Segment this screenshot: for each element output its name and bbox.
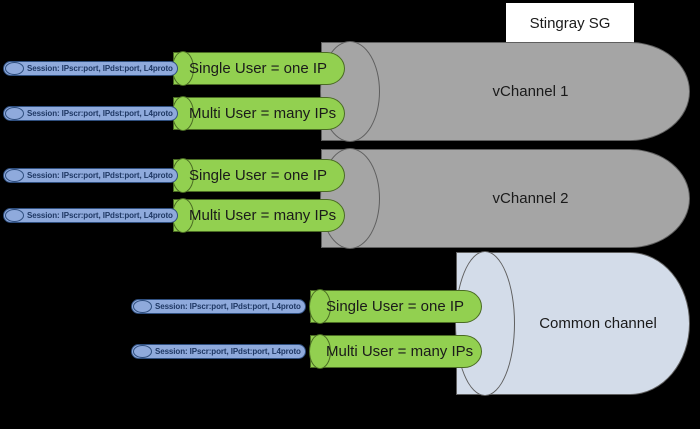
session-label: Session: IPscr:port, IPdst:port, L4proto <box>27 109 173 118</box>
user-cylinder-cap <box>309 334 331 369</box>
session-label: Session: IPscr:port, IPdst:port, L4proto <box>27 64 173 73</box>
user-cylinder-body <box>173 97 345 130</box>
user-cylinder-body <box>173 52 345 85</box>
user-cylinder-cap <box>309 289 331 324</box>
session-capsule-2[interactable]: Session: IPscr:port, IPdst:port, L4proto <box>3 106 178 121</box>
user-cylinder-multi-1[interactable]: Multi User = many IPs <box>172 96 345 131</box>
session-label: Session: IPscr:port, IPdst:port, L4proto <box>27 211 173 220</box>
session-capsule-3[interactable]: Session: IPscr:port, IPdst:port, L4proto <box>3 168 178 183</box>
user-cylinder-body <box>173 159 345 192</box>
session-dot-icon <box>5 209 24 222</box>
user-cylinder-body <box>310 290 482 323</box>
session-dot-icon <box>5 107 24 120</box>
session-label: Session: IPscr:port, IPdst:port, L4proto <box>155 347 301 356</box>
user-cylinder-single-2[interactable]: Single User = one IP <box>172 158 345 193</box>
user-cylinder-single-1[interactable]: Single User = one IP <box>172 51 345 86</box>
vchannel-2-body <box>321 149 690 248</box>
user-cylinder-single-3[interactable]: Single User = one IP <box>309 289 482 324</box>
common-channel-cap <box>455 251 515 396</box>
vchannel-1-cylinder[interactable]: vChannel 1 <box>320 41 690 142</box>
user-cylinder-multi-2[interactable]: Multi User = many IPs <box>172 198 345 233</box>
session-capsule-6[interactable]: Session: IPscr:port, IPdst:port, L4proto <box>131 344 306 359</box>
session-capsule-1[interactable]: Session: IPscr:port, IPdst:port, L4proto <box>3 61 178 76</box>
session-label: Session: IPscr:port, IPdst:port, L4proto <box>155 302 301 311</box>
session-dot-icon <box>133 345 152 358</box>
common-channel-cylinder[interactable]: Common channel <box>455 251 690 396</box>
user-cylinder-multi-3[interactable]: Multi User = many IPs <box>309 334 482 369</box>
title-label: Stingray SG <box>529 14 611 32</box>
session-label: Session: IPscr:port, IPdst:port, L4proto <box>27 171 173 180</box>
user-cylinder-body <box>173 199 345 232</box>
vchannel-2-cylinder[interactable]: vChannel 2 <box>320 148 690 249</box>
user-cylinder-body <box>310 335 482 368</box>
session-dot-icon <box>5 62 24 75</box>
session-capsule-5[interactable]: Session: IPscr:port, IPdst:port, L4proto <box>131 299 306 314</box>
session-dot-icon <box>133 300 152 313</box>
vchannel-1-body <box>321 42 690 141</box>
session-dot-icon <box>5 169 24 182</box>
title-box: Stingray SG <box>506 3 634 43</box>
session-capsule-4[interactable]: Session: IPscr:port, IPdst:port, L4proto <box>3 208 178 223</box>
